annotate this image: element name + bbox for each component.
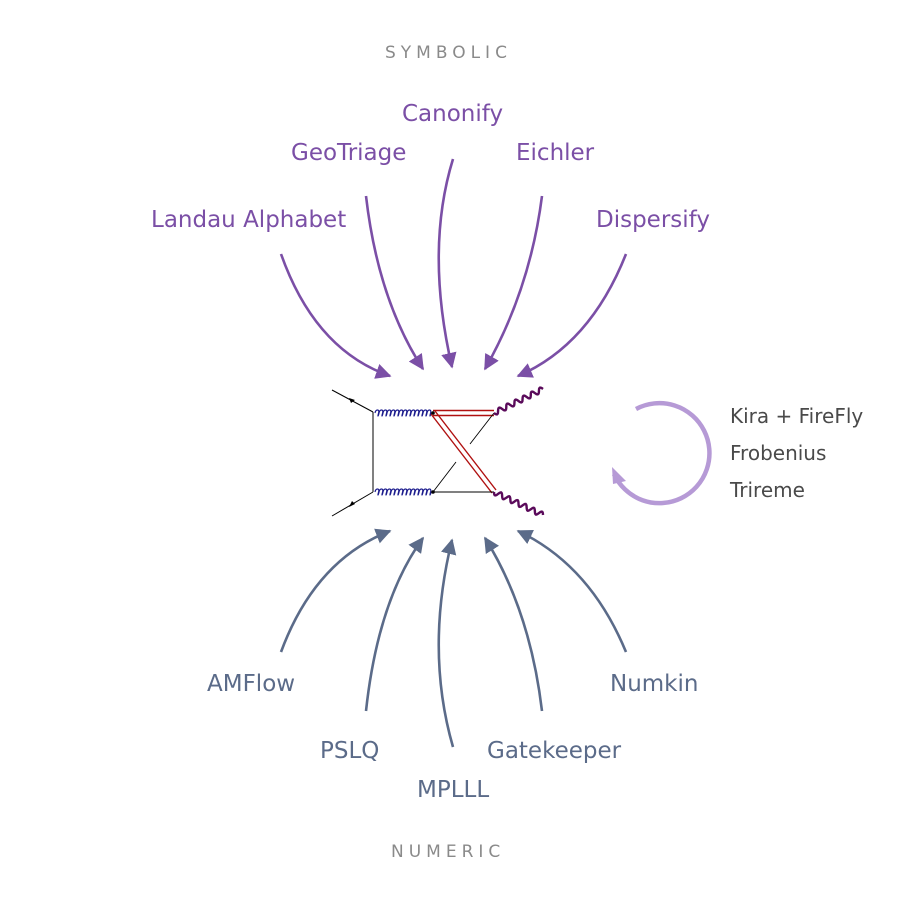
numeric-tool-amflow: AMFlow <box>207 671 296 697</box>
symbolic-tool-geotriage: GeoTriage <box>291 140 407 166</box>
arrow-geotriage <box>364 195 425 371</box>
cycle-tool-kira-firefly: Kira + FireFly <box>730 404 864 428</box>
arrow-dispersify <box>516 253 628 378</box>
cycle-tool-trireme: Trireme <box>730 478 805 502</box>
cycle-arrow <box>611 400 712 506</box>
section-numeric: NUMERIC <box>391 842 506 862</box>
symbolic-tool-eichler: Eichler <box>516 140 595 166</box>
gluon-line-bottom <box>374 488 432 496</box>
arrow-mplll <box>437 538 457 748</box>
cycle-tool-frobenius: Frobenius <box>730 441 827 465</box>
numeric-tool-gatekeeper: Gatekeeper <box>487 738 622 764</box>
section-symbolic: SYMBOLIC <box>385 43 512 63</box>
arrow-gatekeeper <box>483 536 544 712</box>
numeric-tool-numkin: Numkin <box>610 671 699 697</box>
numeric-tool-pslq: PSLQ <box>320 738 380 764</box>
numeric-tool-mplll: MPLLL <box>417 777 490 803</box>
symbolic-tool-canonify: Canonify <box>402 101 504 127</box>
symbolic-tool-dispersify: Dispersify <box>596 207 710 233</box>
arrow-canonify <box>437 158 457 369</box>
gluon-line-top <box>374 409 432 417</box>
arrow-landau-alphabet <box>279 253 392 379</box>
cycle-arc <box>611 400 712 506</box>
external-arrow-top <box>349 398 355 403</box>
arrow-eichler <box>483 195 544 371</box>
numeric-arrows <box>279 528 628 748</box>
internal-diagonal-b <box>469 412 495 445</box>
internal-diagonal-a <box>432 461 457 493</box>
photon-line-top <box>493 386 544 416</box>
symbolic-tool-landau-alphabet: Landau Alphabet <box>151 207 347 233</box>
feynman-diagram <box>331 386 545 517</box>
external-arrow-bottom <box>349 501 355 507</box>
photon-line-bottom <box>492 491 545 516</box>
arrow-amflow <box>279 528 392 653</box>
symbolic-arrows <box>279 158 628 379</box>
arrow-pslq <box>364 536 425 712</box>
massive-lines <box>430 409 497 494</box>
arrow-numkin <box>516 529 628 653</box>
cycle-arrowhead <box>612 467 626 484</box>
